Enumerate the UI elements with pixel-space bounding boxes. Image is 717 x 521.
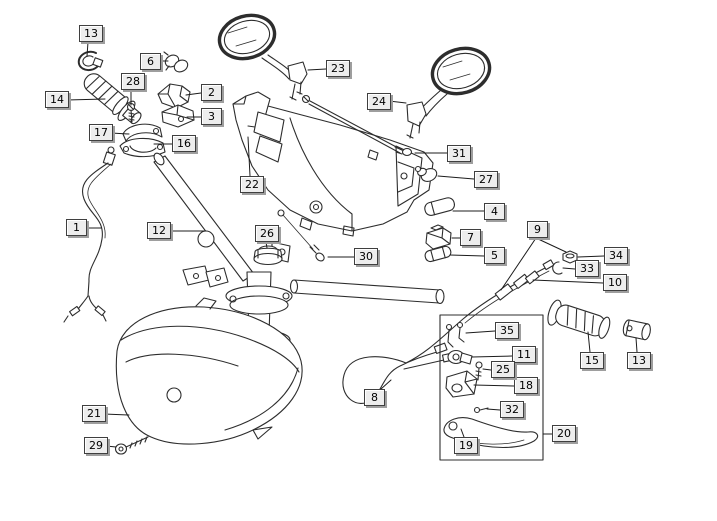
leader-line-10 [532, 279, 604, 284]
leader-line-19 [460, 428, 465, 438]
part-brake-rod-drawing [301, 94, 413, 157]
leader-line-9 [535, 237, 567, 253]
part-switch-housing-lower-drawing [161, 104, 195, 128]
part-tag-32[interactable]: 32 [500, 401, 524, 418]
leader-line-23 [307, 68, 327, 71]
part-handlebar-clamp-upper-drawing [424, 197, 455, 216]
part-tag-16[interactable]: 16 [172, 135, 196, 152]
leader-line-27 [437, 175, 475, 180]
leader-line-32 [486, 408, 501, 411]
part-tag-20[interactable]: 20 [552, 425, 576, 442]
part-tag-29[interactable]: 29 [84, 437, 108, 454]
leader-line-9 [500, 237, 537, 291]
part-bar-end-weight-drawing [622, 319, 651, 341]
part-handlebar-drawing [153, 152, 445, 305]
part-mirror-right-drawing [406, 46, 492, 139]
leader-line-17 [110, 132, 130, 135]
part-tag-13-right[interactable]: 13 [627, 352, 651, 369]
part-tag-26[interactable]: 26 [255, 225, 279, 242]
part-throttle-cable-drawing [63, 146, 116, 323]
part-tag-4[interactable]: 4 [484, 203, 505, 220]
leader-line-21 [103, 413, 130, 416]
part-switch-housing-upper-drawing [157, 83, 191, 109]
part-screw-30-drawing [277, 209, 325, 262]
part-tag-21[interactable]: 21 [82, 405, 106, 422]
part-tag-27[interactable]: 27 [474, 171, 498, 188]
part-tag-8[interactable]: 8 [364, 389, 385, 406]
part-switch-block-drawing [425, 224, 452, 250]
part-tag-5[interactable]: 5 [484, 247, 505, 264]
leader-line-14 [66, 98, 106, 101]
part-tag-14[interactable]: 14 [45, 91, 69, 108]
part-tag-33[interactable]: 33 [575, 260, 599, 277]
leader-line-33 [562, 267, 576, 270]
part-tag-12[interactable]: 12 [147, 222, 171, 239]
part-left-grip-drawing [547, 299, 611, 339]
part-tag-30[interactable]: 30 [354, 248, 378, 265]
part-mirror-left-drawing [217, 13, 308, 101]
part-tag-3[interactable]: 3 [201, 108, 222, 125]
part-tag-35[interactable]: 35 [495, 322, 519, 339]
leader-line-22 [247, 136, 251, 177]
part-screw-29-drawing [114, 436, 149, 455]
part-throttle-grip-drawing [83, 73, 142, 125]
part-ring-clamp-drawing [77, 50, 104, 72]
part-tag-7[interactable]: 7 [460, 229, 481, 246]
leader-line-13-right [635, 337, 638, 353]
part-tag-17[interactable]: 17 [89, 124, 113, 141]
leader-line-26 [265, 241, 268, 249]
part-tag-24[interactable]: 24 [367, 93, 391, 110]
part-tag-34[interactable]: 34 [604, 247, 628, 264]
part-tag-18[interactable]: 18 [514, 377, 538, 394]
leader-line-34 [577, 255, 605, 258]
part-steering-nut-drawing [253, 245, 283, 266]
part-tag-6[interactable]: 6 [140, 53, 161, 70]
part-handlebar-cover-drawing [232, 91, 434, 237]
part-front-cover-drawing [115, 297, 303, 445]
part-tag-23[interactable]: 23 [326, 60, 350, 77]
leader-line-8 [380, 379, 392, 390]
part-tag-22[interactable]: 22 [240, 176, 264, 193]
part-tag-1[interactable]: 1 [66, 219, 87, 236]
leader-line-15 [587, 331, 591, 353]
leader-line-2 [185, 92, 202, 96]
part-tag-15[interactable]: 15 [580, 352, 604, 369]
leader-line-24 [388, 100, 407, 104]
part-handlebar-clamp-lower-drawing [424, 245, 452, 263]
part-tag-25[interactable]: 25 [491, 361, 515, 378]
part-cable-guide-clamp-drawing [414, 165, 438, 182]
part-clamp-lower-half-drawing [119, 137, 166, 158]
leader-line-13-left [86, 41, 89, 57]
leader-line-35 [465, 330, 496, 334]
leader-line-11 [471, 355, 513, 358]
leader-line-18 [473, 384, 515, 387]
part-tag-10[interactable]: 10 [603, 274, 627, 291]
part-tag-31[interactable]: 31 [447, 145, 471, 162]
part-tag-2[interactable]: 2 [201, 84, 222, 101]
part-tag-19[interactable]: 19 [454, 437, 478, 454]
part-tag-28[interactable]: 28 [121, 73, 145, 90]
part-clamp-upper-half-drawing [122, 123, 163, 142]
leader-line-5 [449, 254, 485, 257]
leader-line-25 [482, 368, 492, 371]
part-tag-9[interactable]: 9 [527, 221, 548, 238]
part-tag-11[interactable]: 11 [512, 346, 536, 363]
part-tag-13-left[interactable]: 13 [79, 25, 103, 42]
leader-lines-layer [66, 41, 638, 448]
part-cable-clamp-drawing [163, 51, 189, 73]
